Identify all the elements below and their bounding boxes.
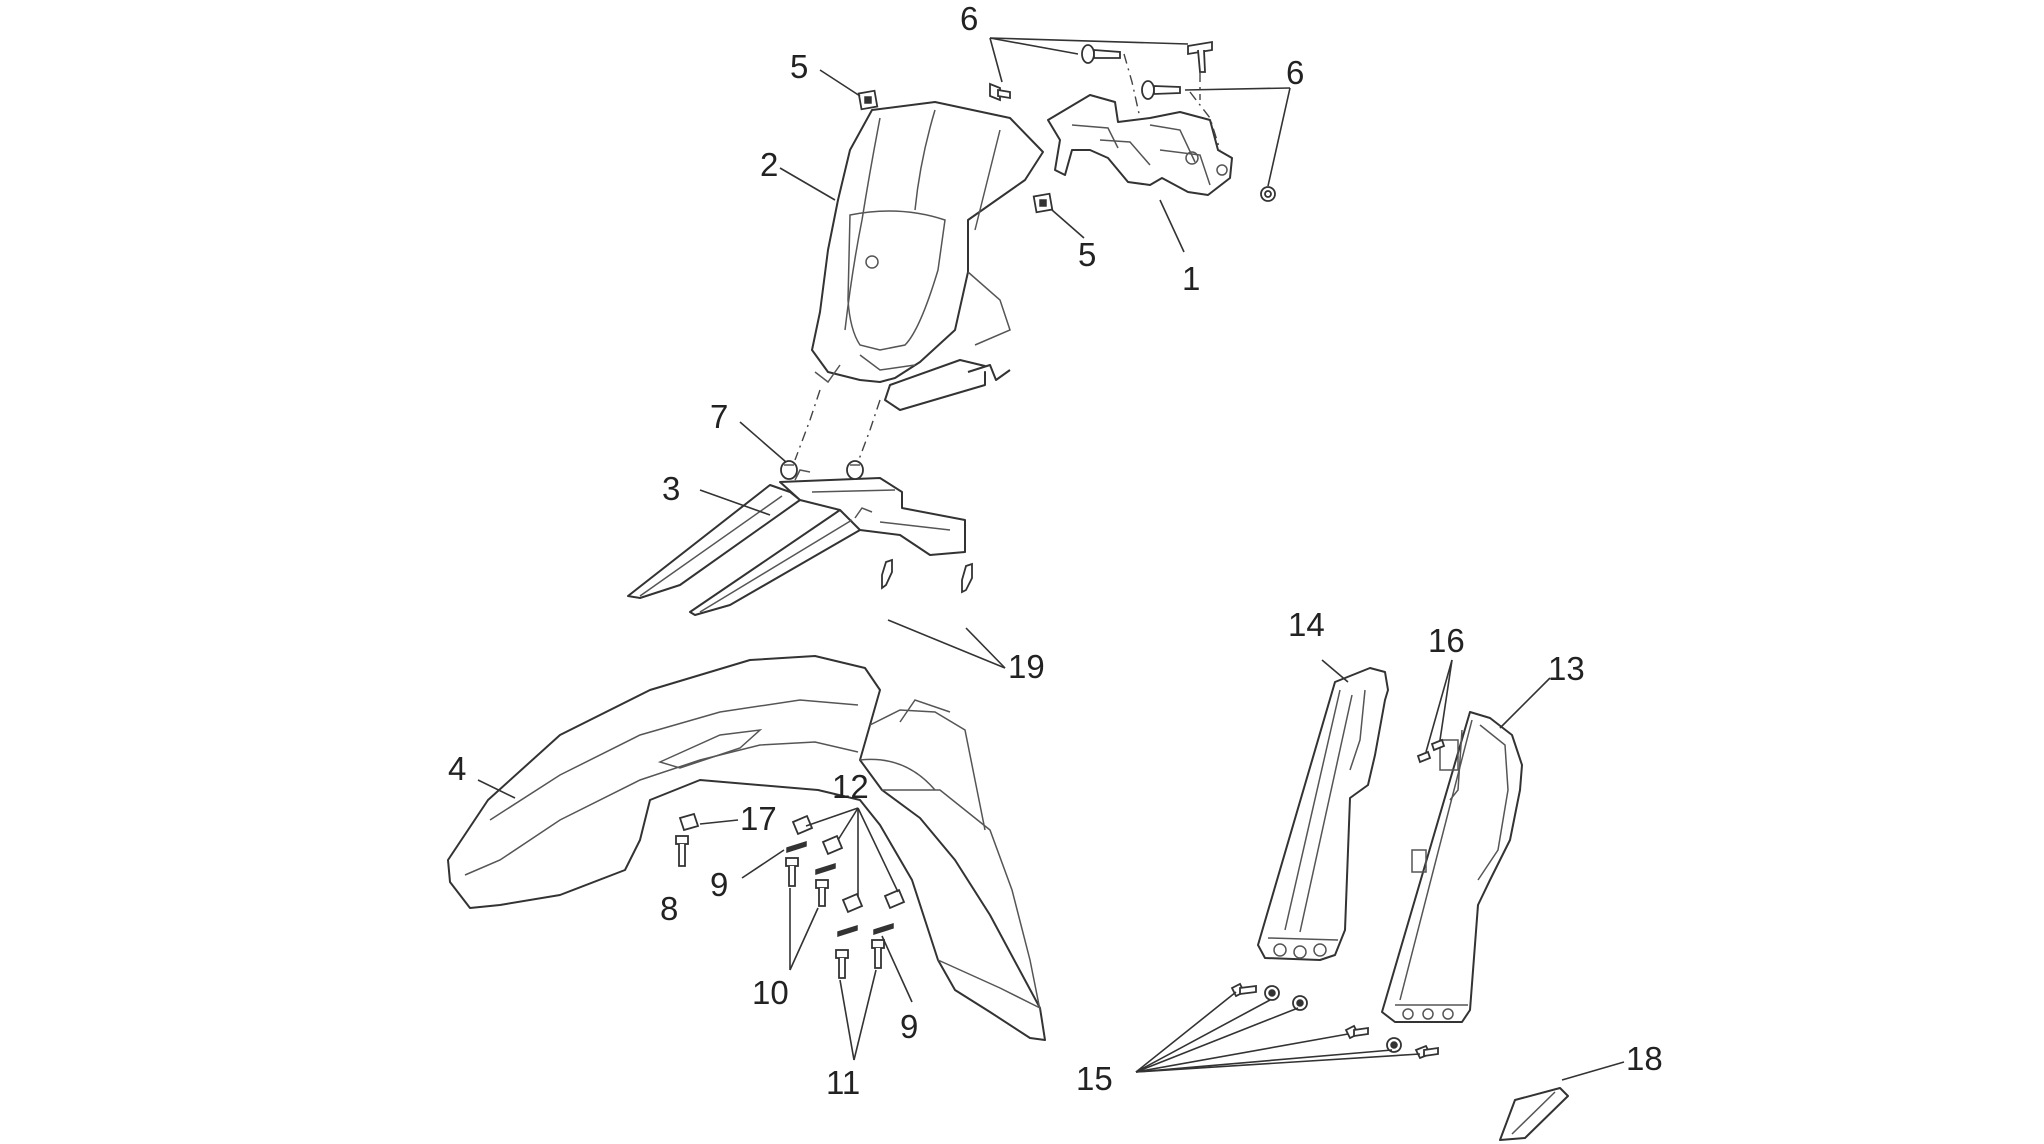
callout-labels: 1 2 3 4 5 5 6 6 7 8 9 9 10 11 12 13 14 1… (448, 0, 1663, 1101)
callout-9-right: 9 (900, 1008, 918, 1045)
callout-6-top: 6 (960, 0, 978, 37)
callout-5-top: 5 (790, 48, 808, 85)
callout-14: 14 (1288, 606, 1325, 643)
callout-11: 11 (826, 1064, 860, 1101)
left-fork-guard-part (1257, 667, 1389, 961)
hardware-group (675, 40, 1446, 1060)
callout-8: 8 (660, 890, 678, 927)
front-plate-part (627, 469, 966, 616)
callout-2: 2 (760, 146, 778, 183)
callout-16: 16 (1428, 622, 1465, 659)
leader-lines (477, 37, 1625, 1081)
headlight-fairing-part (811, 101, 1044, 411)
headlight-bracket-part (1047, 94, 1233, 196)
fork-decal-part (1499, 1087, 1569, 1141)
callout-12: 12 (832, 768, 869, 805)
callout-6-right: 6 (1286, 54, 1304, 91)
callout-7: 7 (710, 398, 728, 435)
callout-15: 15 (1076, 1060, 1113, 1097)
callout-10: 10 (752, 974, 789, 1011)
callout-1: 1 (1182, 260, 1200, 297)
callout-13: 13 (1548, 650, 1585, 687)
callout-9-left: 9 (710, 866, 728, 903)
callout-4: 4 (448, 750, 466, 787)
right-fork-guard-part (1381, 711, 1523, 1023)
assembly-axis-lines (794, 53, 1221, 463)
callout-19: 19 (1008, 648, 1045, 685)
callout-5-right: 5 (1078, 236, 1096, 273)
callout-18: 18 (1626, 1040, 1663, 1077)
front-fender-part (447, 655, 1046, 1041)
callout-3: 3 (662, 470, 680, 507)
callout-17: 17 (740, 800, 777, 837)
